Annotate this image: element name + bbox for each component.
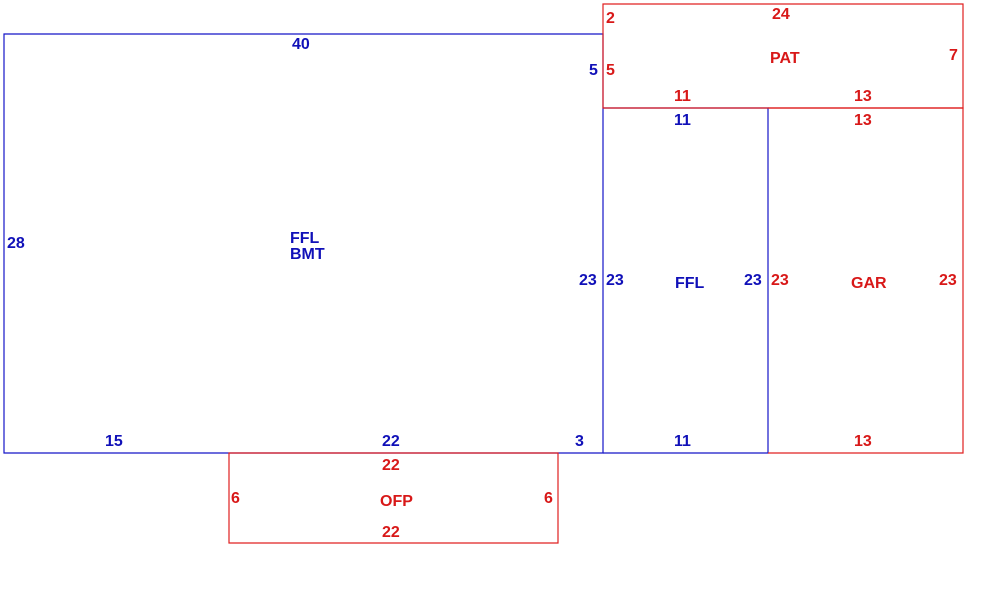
porch-outline [228,452,559,544]
porch-dim-left: 6 [231,490,240,507]
main-dim-bottom-right: 3 [575,433,584,450]
porch-dim-top: 22 [382,457,400,474]
main-dim-left: 28 [7,235,25,252]
patio-dim-top: 24 [772,6,790,23]
patio-dim-right: 7 [949,47,958,64]
patio-dim-bottom-right: 13 [854,88,872,105]
garage-dim-left: 23 [771,272,789,289]
ffl-wing-dim-right: 23 [744,272,762,289]
ffl-wing-dim-top: 11 [674,112,691,129]
ffl-wing-label: FFL [675,275,705,292]
porch-label: OFP [380,493,413,510]
porch-dim-bottom: 22 [382,524,400,541]
garage-dim-top: 13 [854,112,872,129]
main-dim-right-lower: 23 [579,272,597,289]
main-area-label-bmt: BMT [290,246,325,263]
garage-label: GAR [851,275,887,292]
main-dim-bottom-mid: 22 [382,433,400,450]
ffl-wing-dim-left: 23 [606,272,624,289]
ffl-wing-dim-bottom: 11 [674,433,691,450]
main-dim-top: 40 [292,36,310,53]
garage-dim-bottom: 13 [854,433,872,450]
patio-dim-left-small: 2 [606,10,615,27]
main-dim-right-upper: 5 [589,62,598,79]
patio-dim-left: 5 [606,62,615,79]
main-area-outline [3,33,604,454]
patio-label: PAT [770,50,800,67]
patio-dim-bottom-left: 11 [674,88,691,105]
garage-dim-right: 23 [939,272,957,289]
main-dim-bottom-left: 15 [105,433,123,450]
porch-dim-right: 6 [544,490,553,507]
garage-outline [768,107,964,454]
main-area-label-ffl: FFL [290,230,320,247]
